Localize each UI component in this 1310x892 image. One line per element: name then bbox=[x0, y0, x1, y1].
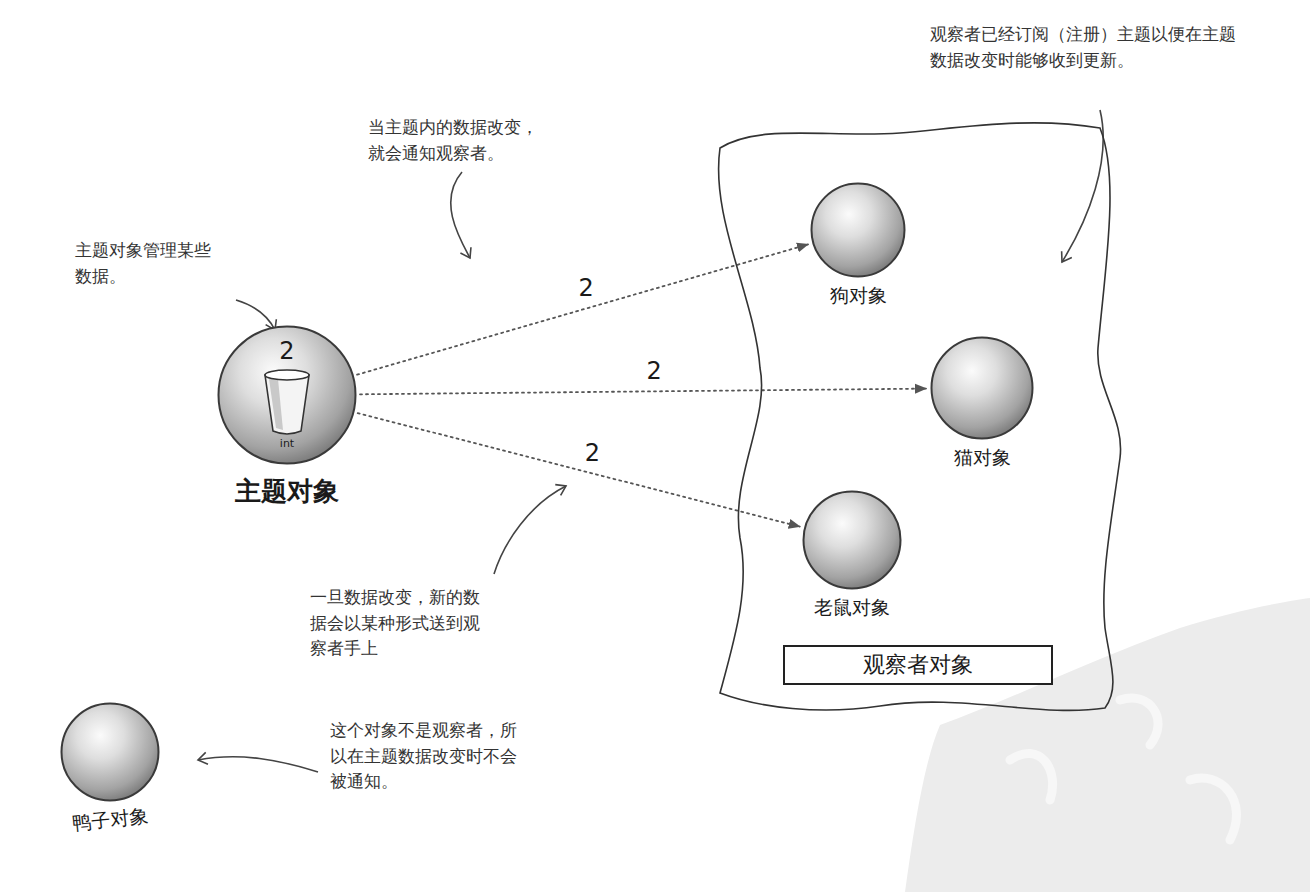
object-label: 老鼠对象 bbox=[802, 596, 902, 620]
edge-value: 2 bbox=[643, 358, 664, 384]
edge-value: 2 bbox=[582, 440, 603, 466]
seal-stroke bbox=[1010, 698, 1236, 840]
cup-rim bbox=[265, 370, 309, 380]
sphere-outline bbox=[810, 182, 906, 278]
sphere bbox=[804, 492, 901, 589]
leader-line bbox=[236, 300, 275, 330]
circle-shape: 2 int bbox=[217, 325, 357, 465]
leader-line bbox=[451, 172, 470, 258]
notify-arrow bbox=[358, 413, 800, 526]
object-name: 猫对象 bbox=[930, 446, 1034, 470]
cup-shade bbox=[269, 379, 283, 430]
edge-value: 2 bbox=[575, 275, 596, 301]
object-circle: 鸭子对象 bbox=[60, 702, 160, 832]
object-circle: 老鼠对象 bbox=[802, 490, 902, 620]
subject-object: 2 int 主题对象 bbox=[217, 325, 357, 508]
circle-shape bbox=[60, 702, 160, 802]
object-name: 主题对象 bbox=[217, 475, 357, 508]
object-label: 主题对象 bbox=[217, 475, 357, 508]
object-name: 老鼠对象 bbox=[802, 596, 902, 620]
sphere bbox=[812, 184, 905, 277]
leader-line bbox=[1062, 110, 1103, 262]
object-name: 狗对象 bbox=[810, 284, 906, 308]
handwritten-note: 主题对象管理某些数据。 bbox=[75, 238, 217, 289]
handwritten-note: 观察者已经订阅（注册）主题以便在主题数据改变时能够收到更新。 bbox=[930, 22, 1242, 73]
region-outline bbox=[700, 118, 1130, 718]
object-circle: 狗对象 bbox=[810, 182, 906, 308]
circle-shape bbox=[802, 490, 902, 590]
sphere bbox=[932, 338, 1033, 439]
circle-shape bbox=[930, 336, 1034, 440]
group-label-box: 观察者对象 bbox=[783, 645, 1053, 685]
leader-line bbox=[198, 757, 318, 772]
sphere-outline bbox=[60, 702, 160, 802]
handwritten-note: 当主题内的数据改变，就会通知观察者。 bbox=[368, 115, 546, 166]
data-type: int bbox=[217, 438, 357, 449]
sphere bbox=[62, 704, 159, 801]
object-circle: 猫对象 bbox=[930, 336, 1034, 470]
sphere-outline bbox=[802, 490, 902, 590]
data-value: 2 bbox=[217, 339, 357, 363]
circle-shape bbox=[810, 182, 906, 278]
notify-arrow bbox=[360, 389, 926, 395]
object-label: 狗对象 bbox=[810, 284, 906, 308]
wavy-outline bbox=[719, 123, 1121, 711]
object-label: 猫对象 bbox=[930, 446, 1034, 470]
group-label: 观察者对象 bbox=[799, 651, 1037, 679]
handwritten-note: 这个对象不是观察者，所以在主题数据改变时不会被通知。 bbox=[330, 718, 520, 795]
object-name: 鸭子对象 bbox=[59, 803, 161, 837]
handwritten-note: 一旦数据改变，新的数据会以某种形式送到观察者手上 bbox=[310, 585, 488, 662]
cup-icon bbox=[265, 375, 309, 434]
observer-region: 观察者对象 狗对象猫对象老鼠对象 bbox=[700, 118, 1130, 718]
notify-arrow bbox=[357, 244, 808, 374]
leader-line bbox=[494, 486, 566, 574]
object-label: 鸭子对象 bbox=[59, 803, 161, 837]
sphere-outline bbox=[930, 336, 1034, 440]
